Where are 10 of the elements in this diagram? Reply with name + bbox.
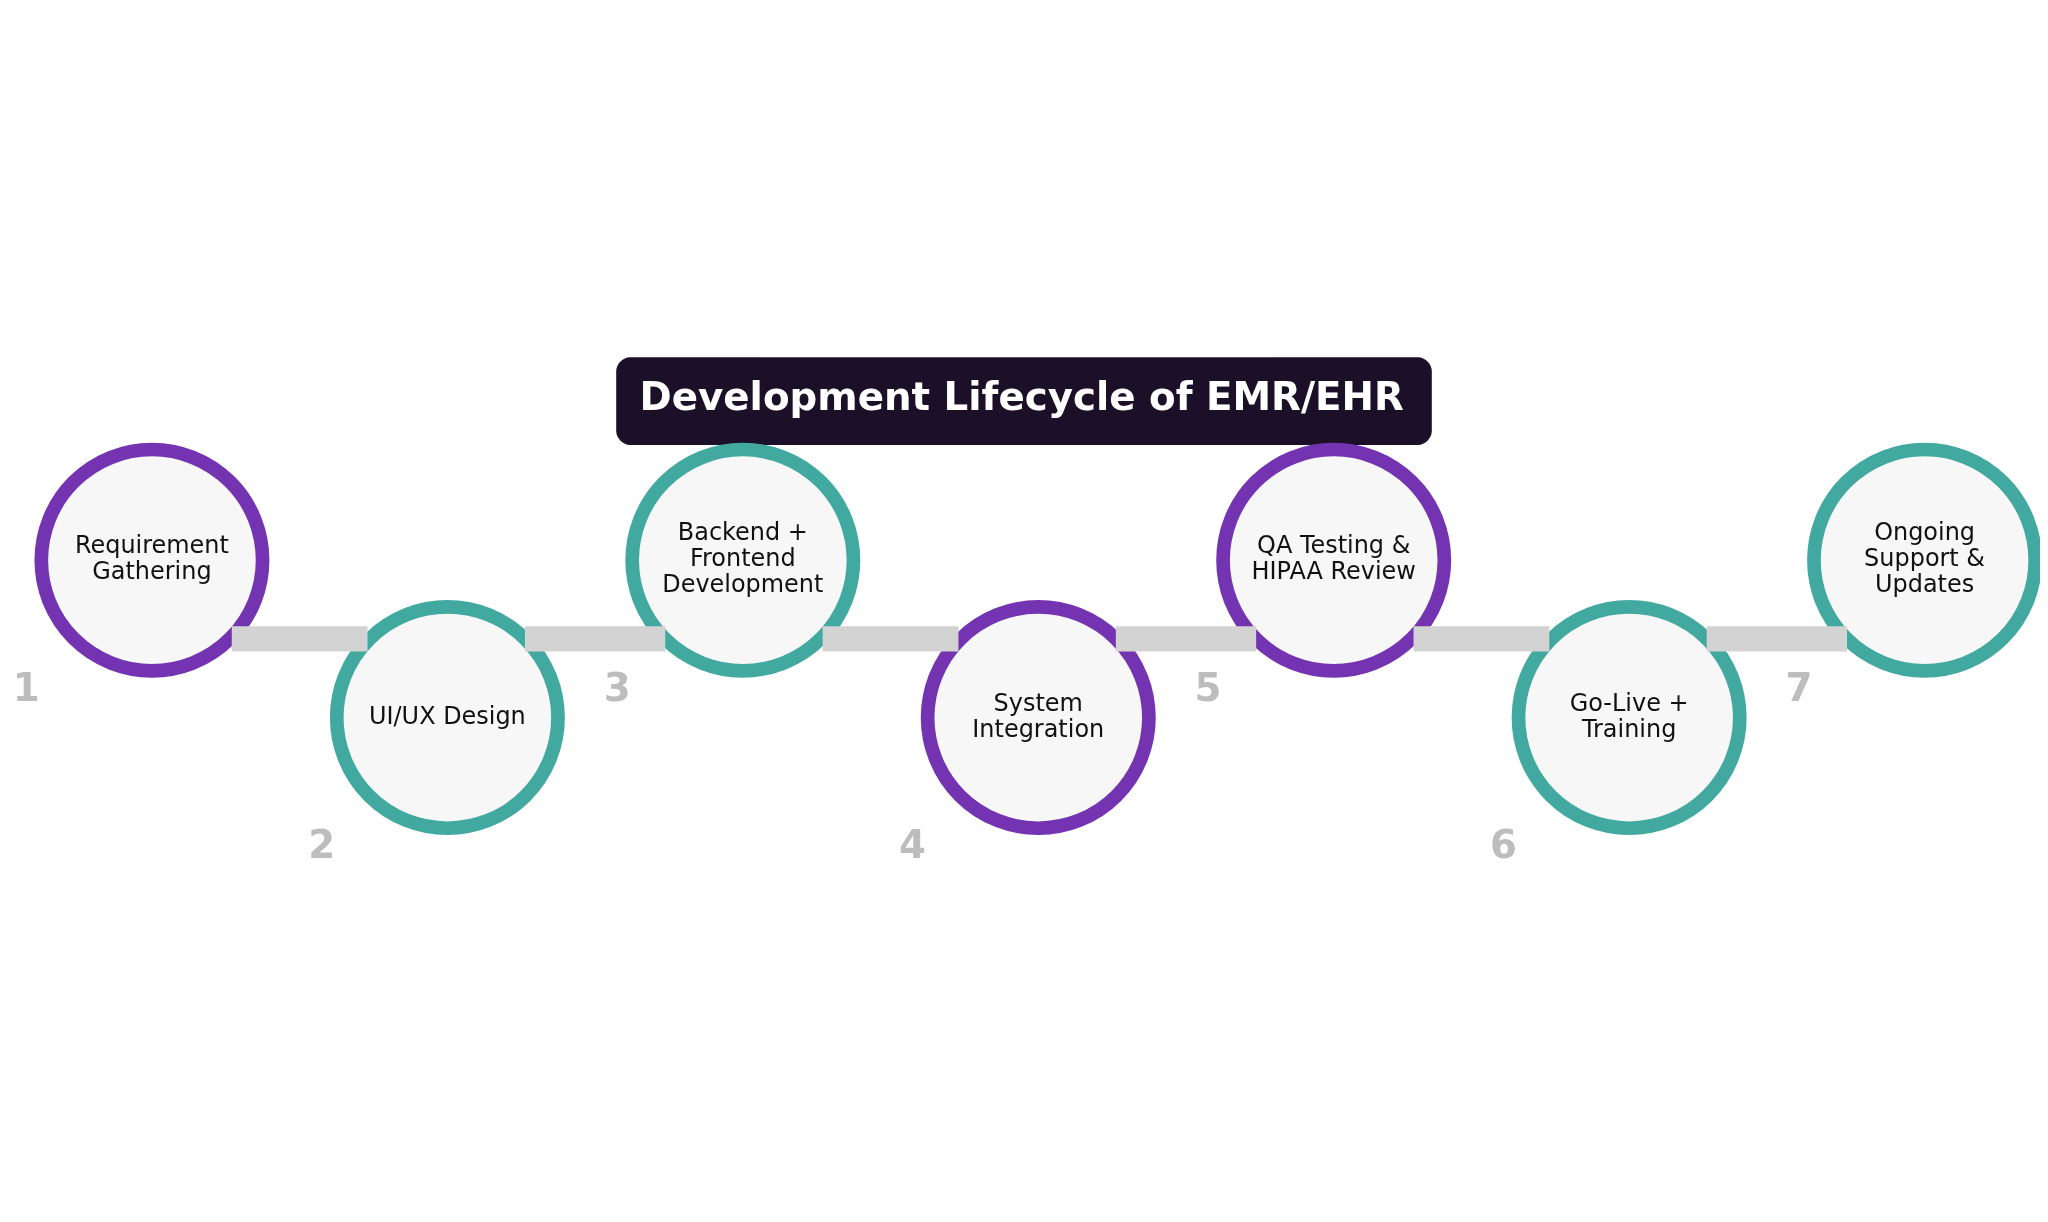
connector	[231, 625, 368, 651]
node-circle: QA Testing & HIPAA Review	[1216, 442, 1452, 678]
diagram-title: Development Lifecycle of EMR/EHR	[639, 373, 1404, 419]
connector	[1115, 625, 1257, 651]
node-circle: Requirement Gathering	[34, 442, 270, 678]
node-circle: System Integration	[920, 599, 1156, 835]
connector	[524, 625, 666, 651]
connector	[822, 625, 959, 651]
connector	[1706, 625, 1847, 651]
connector	[1413, 625, 1550, 651]
